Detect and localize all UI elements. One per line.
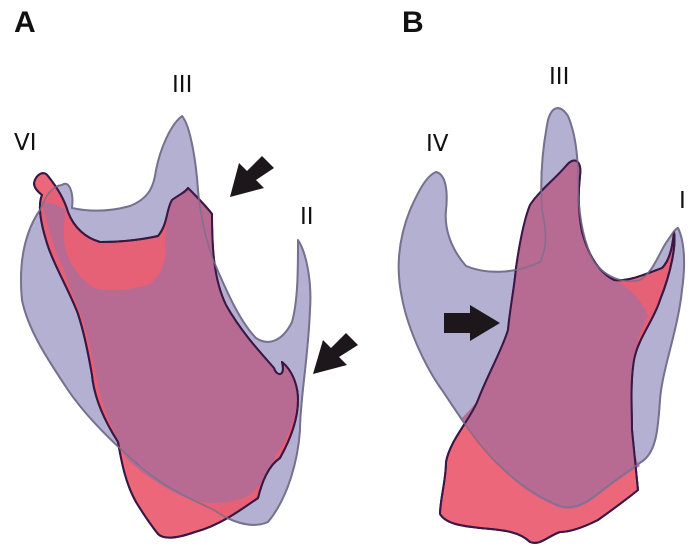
panel-a-arrow-lower: [313, 333, 358, 374]
panel-a-label-ii: II: [300, 204, 314, 230]
panel-a-letter: A: [14, 6, 36, 39]
panel-b-letter: B: [402, 6, 424, 39]
panel-b: B IV III I: [399, 6, 686, 543]
panel-b-label-iii: III: [549, 64, 569, 90]
panel-b-label-iv: IV: [426, 131, 449, 157]
panel-a-label-vi: VI: [14, 130, 37, 156]
panel-a: A VI III II: [14, 6, 358, 538]
panel-b-label-i: I: [679, 188, 686, 214]
panel-a-arrow-upper: [230, 156, 274, 197]
panel-a-label-iii: III: [172, 72, 192, 98]
